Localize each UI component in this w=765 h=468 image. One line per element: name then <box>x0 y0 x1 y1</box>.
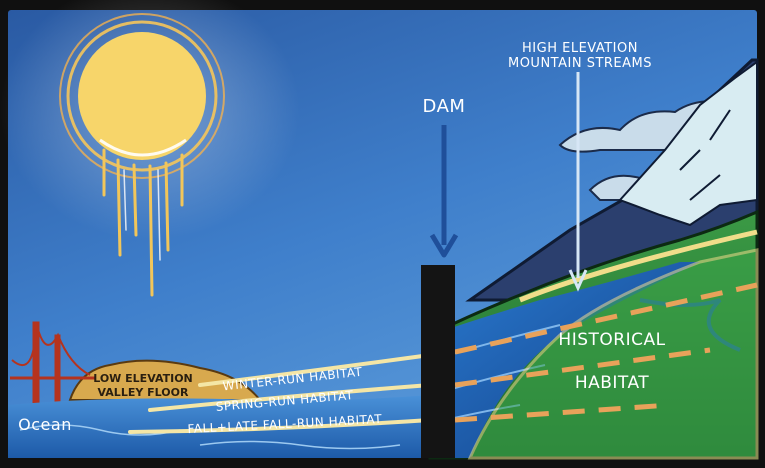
sun-icon <box>59 13 225 297</box>
stream-arrow-icon <box>568 72 588 292</box>
dam <box>421 265 455 458</box>
historical-label: HISTORICAL <box>558 330 665 350</box>
ocean-label: Ocean <box>18 415 72 434</box>
high-elevation-label-2: MOUNTAIN STREAMS <box>508 56 652 71</box>
ocean-waves <box>19 424 401 450</box>
habitat-label: HABITAT <box>575 373 649 393</box>
habitat-lines <box>128 353 432 434</box>
low-elevation-label-2: VALLEY FLOOR <box>98 386 189 399</box>
ocean <box>8 395 430 458</box>
low-elevation-label-1: LOW ELEVATION <box>93 372 193 385</box>
dashed-habitat-lines <box>454 282 758 423</box>
high-elevation-label-1: HIGH ELEVATION <box>522 41 638 56</box>
bridge-icon <box>10 321 95 408</box>
dam-arrow-icon <box>429 125 459 258</box>
dam-label: DAM <box>423 96 466 117</box>
